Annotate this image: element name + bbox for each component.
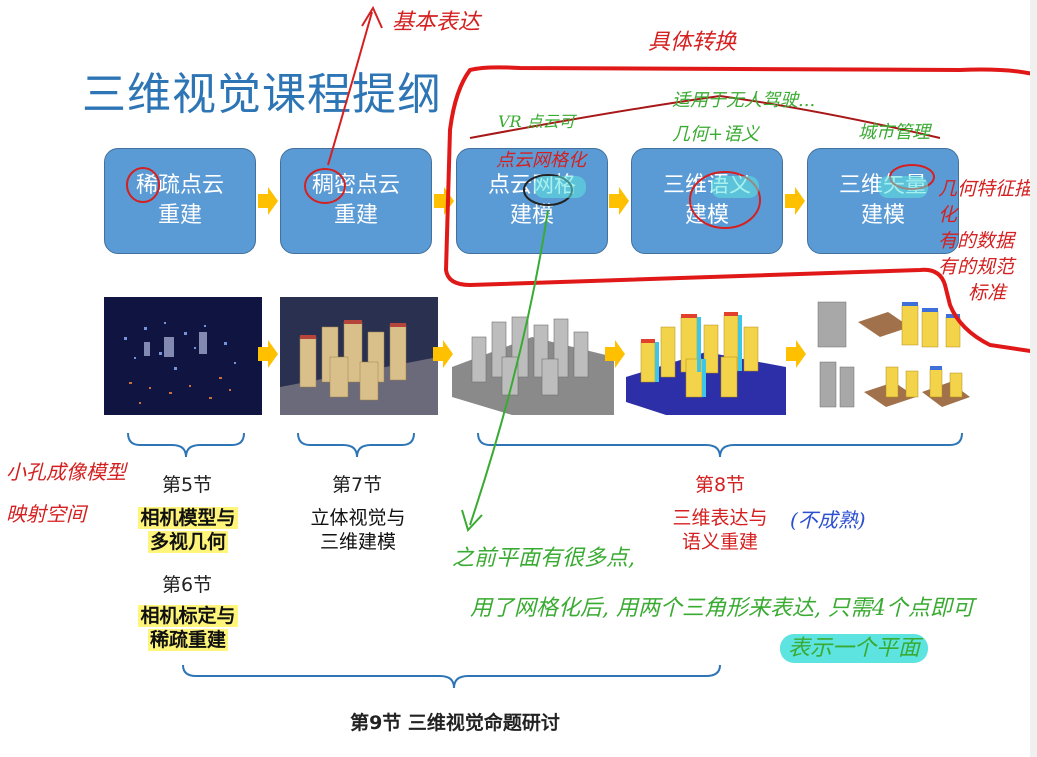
- stage-label: 三维语义: [662, 173, 751, 198]
- note-camera-2: 映射空间: [6, 502, 86, 526]
- note-unmanned-driving: 适用于无人驾驶...: [672, 90, 816, 111]
- note-mesh: 点云网格化: [496, 150, 586, 171]
- stage-label: 稠密点云: [311, 173, 400, 198]
- page-title: 三维视觉课程提纲: [82, 69, 442, 120]
- arrow-right-icon: [605, 340, 625, 368]
- note-vector-1: 几何特征描化: [938, 178, 1034, 226]
- arrow-right-icon: [434, 187, 454, 215]
- note-city-management: 城市管理: [858, 122, 930, 143]
- section-8-number: 第8节: [694, 474, 746, 496]
- section-5-line2: 多视几何: [147, 531, 228, 553]
- note-plane-3: 表示一个平面: [780, 630, 929, 663]
- arrow-right-icon: [258, 340, 278, 368]
- stage-semantic-modeling: 三维语义 建模: [631, 148, 783, 254]
- note-vr: VR 点云可: [498, 112, 575, 131]
- section-6-number: 第6节: [161, 574, 213, 596]
- note-plane-1: 之前平面有很多点,: [452, 546, 635, 571]
- scrollbar[interactable]: [1030, 0, 1037, 757]
- mesh-model-image: [452, 297, 614, 415]
- note-plane-2: 用了网格化后, 用两个三角形来表达, 只需4个点即可: [470, 596, 974, 621]
- note-vector-3: 有的规范: [938, 256, 1015, 278]
- section-8-title: 三维表达与 语义重建: [650, 506, 790, 554]
- stage-sparse-pointcloud: 稀疏点云 重建: [104, 148, 256, 254]
- section-6-title: 相机标定与 稀疏重建: [118, 604, 258, 652]
- note-specific-conversion: 具体转换: [648, 30, 737, 55]
- stage-dense-pointcloud: 稠密点云 重建: [280, 148, 432, 254]
- note-vector-2: 有的数据: [938, 230, 1015, 252]
- stage-label: 建模: [684, 203, 729, 228]
- stage-label: 重建: [157, 203, 202, 228]
- stage-label: 重建: [333, 203, 378, 228]
- arrow-right-icon: [785, 187, 805, 215]
- arrow-right-icon: [433, 340, 453, 368]
- note-plane-3-text: 表示一个平面: [780, 634, 929, 663]
- section-6-line1: 相机标定与: [138, 605, 238, 627]
- note-camera-1: 小孔成像模型: [6, 460, 126, 484]
- stage-label: 建模: [509, 203, 554, 228]
- section-5-number: 第5节: [161, 474, 213, 496]
- note-geometry-semantics: 几何+语义: [672, 124, 760, 145]
- note-vector-4: 标准: [968, 282, 1007, 304]
- stage-label: 建模: [860, 203, 905, 228]
- section-7-line1: 立体视觉与: [310, 507, 406, 529]
- section-7-line2: 三维建模: [319, 531, 396, 553]
- note-vector: 几何特征描化 有的数据 有的规范 标准: [938, 176, 1033, 306]
- sparse-pointcloud-image: [104, 297, 262, 415]
- section-8-line2: 语义重建: [681, 531, 758, 553]
- vector-model-image: [810, 297, 974, 415]
- stage-label: 稀疏点云: [135, 173, 224, 198]
- arrow-right-icon: [258, 187, 278, 215]
- stage-label: 点云网格: [487, 173, 576, 198]
- note-basic-expression: 基本表达: [392, 10, 481, 35]
- stage-label: 三维矢量: [838, 173, 927, 198]
- stage-vector-modeling: 三维矢量 建模: [807, 148, 959, 254]
- section-5-line1: 相机模型与: [138, 507, 238, 529]
- section-5-title: 相机模型与 多视几何: [118, 506, 258, 554]
- section-8-line1: 三维表达与: [672, 507, 768, 529]
- section-6-line2: 稀疏重建: [147, 629, 228, 651]
- semantic-model-image: [626, 297, 786, 415]
- section-9-label: 第9节 三维视觉命题研讨: [350, 712, 560, 734]
- arrow-right-icon: [609, 187, 629, 215]
- note-immature: (不成熟): [790, 508, 866, 532]
- arrow-right-icon: [786, 340, 806, 368]
- dense-pointcloud-image: [280, 297, 438, 415]
- section-7-number: 第7节: [331, 474, 383, 496]
- section-7-title: 立体视觉与 三维建模: [288, 506, 428, 554]
